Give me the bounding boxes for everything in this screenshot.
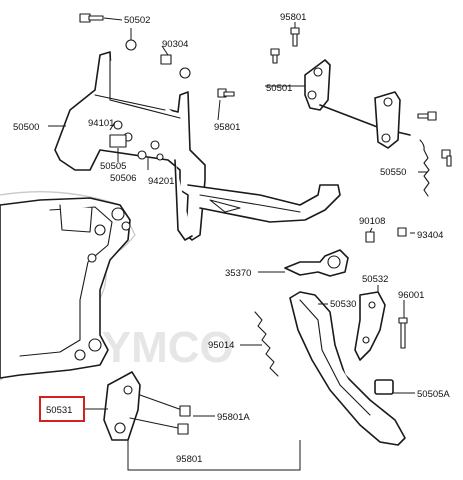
callout-96001: 96001 — [398, 290, 424, 301]
callout-94201: 94201 — [148, 176, 174, 187]
callout-95801A: 95801A — [217, 412, 250, 423]
frame-section — [0, 197, 131, 379]
callout-50531: 50531 — [46, 405, 72, 416]
rubber-stopper — [374, 379, 394, 395]
callout-50505A: 50505A — [417, 389, 450, 400]
callout-95801-mid: 95801 — [214, 122, 240, 133]
callout-50506: 50506 — [110, 173, 136, 184]
callout-90304: 90304 — [162, 39, 188, 50]
sidestand-switch — [284, 227, 407, 277]
stand-spring — [419, 139, 430, 197]
sidestand-plate — [354, 291, 386, 361]
callout-95014: 95014 — [208, 340, 234, 351]
pin — [398, 317, 408, 349]
main-stand — [54, 51, 341, 241]
callout-50530: 50530 — [330, 299, 356, 310]
callout-50532: 50532 — [362, 274, 388, 285]
callout-93404: 93404 — [417, 230, 443, 241]
callout-50505: 50505 — [100, 161, 126, 172]
callout-95801-top: 95801 — [280, 12, 306, 23]
callout-35370: 35370 — [225, 268, 251, 279]
hardware-top — [79, 13, 452, 167]
callout-95801-bottom: 95801 — [176, 454, 202, 465]
stand-bracket — [304, 59, 411, 149]
callout-labels: 50502 95801 90304 50501 50500 94101 9580… — [13, 12, 450, 465]
callout-50500: 50500 — [13, 122, 39, 133]
sidestand-spring — [254, 311, 279, 377]
bolts-bottom — [129, 394, 191, 435]
side-stand — [289, 291, 406, 446]
leader-lines — [48, 17, 428, 471]
callout-94101: 94101 — [88, 118, 114, 129]
pivot-hardware — [109, 120, 164, 161]
callout-50550: 50550 — [380, 167, 406, 178]
callout-50502: 50502 — [124, 15, 150, 26]
sidestand-bracket — [103, 371, 141, 441]
callout-50501: 50501 — [266, 83, 292, 94]
highlight-box-50531 — [39, 396, 85, 422]
callout-90108: 90108 — [359, 216, 385, 227]
